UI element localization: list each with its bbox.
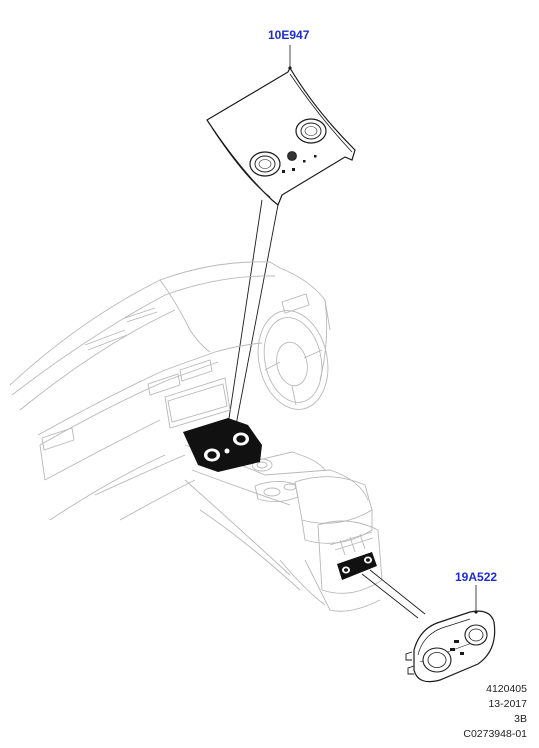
- footer-revision: 3B: [514, 713, 527, 725]
- knob-icon: [295, 118, 327, 144]
- part-callout-19a522[interactable]: 19A522: [455, 570, 498, 584]
- part-callout-10e947[interactable]: 10E947: [268, 28, 310, 42]
- projection-lines: [227, 199, 279, 426]
- rear-climate-control-part[interactable]: [405, 585, 496, 683]
- knob-icon: [249, 151, 281, 177]
- front-control-panel-part[interactable]: [206, 45, 356, 206]
- footer-date-code: 13-2017: [488, 698, 527, 710]
- dashboard-outline: [9, 261, 383, 612]
- knob-icon: [464, 624, 488, 646]
- footer-reference-number: 4120405: [486, 683, 527, 695]
- front-control-panel-location: [183, 418, 262, 472]
- footer-illustration-id: C0273948-01: [463, 728, 527, 740]
- knob-icon: [422, 647, 452, 673]
- projection-lines: [361, 569, 426, 619]
- rear-control-panel-location: [337, 552, 377, 580]
